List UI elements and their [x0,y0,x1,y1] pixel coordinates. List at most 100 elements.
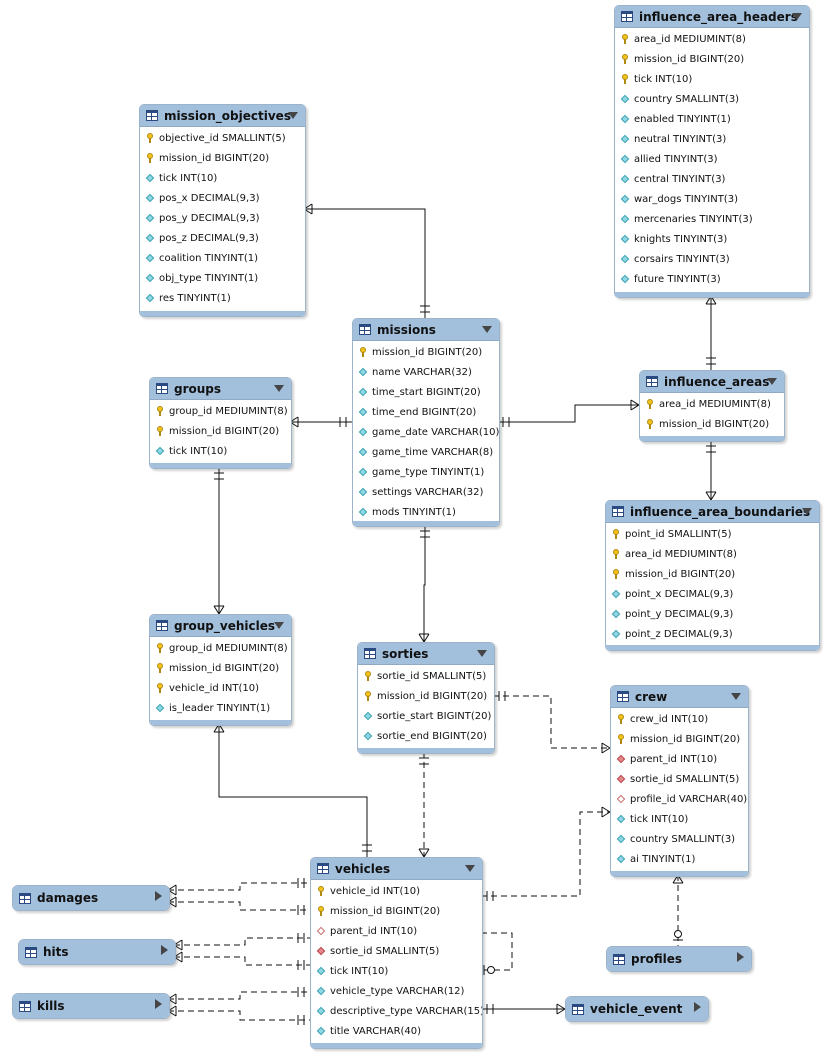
column-row[interactable]: tick INT(10) [140,168,305,188]
column-row[interactable]: mods TINYINT(1) [353,502,499,522]
column-row[interactable]: tick INT(10) [311,961,482,981]
column-row[interactable]: country SMALLINT(3) [611,829,748,849]
column-row[interactable]: crew_id INT(10) [611,709,748,729]
column-row[interactable]: allied TINYINT(3) [615,149,809,169]
column-row[interactable]: area_id MEDIUMINT(8) [640,394,784,414]
column-row[interactable]: mission_id BIGINT(20) [140,148,305,168]
table-header[interactable]: hits [19,940,175,964]
collapse-arrow-icon[interactable] [274,622,284,629]
column-row[interactable]: tick INT(10) [611,809,748,829]
collapse-arrow-icon[interactable] [477,650,487,657]
column-row[interactable]: name VARCHAR(32) [353,362,499,382]
table-header[interactable]: influence_area_headers [615,6,809,28]
column-row[interactable]: mission_id BIGINT(20) [606,564,819,584]
table-vehicle-event[interactable]: vehicle_event [565,996,709,1022]
column-row[interactable]: mission_id BIGINT(20) [358,686,494,706]
expand-arrow-icon[interactable] [694,1002,701,1012]
column-row[interactable]: mission_id BIGINT(20) [640,414,784,434]
column-row[interactable]: enabled TINYINT(1) [615,109,809,129]
column-row[interactable]: point_z DECIMAL(9,3) [606,624,819,644]
table-header[interactable]: groups [150,378,291,400]
column-row[interactable]: game_time VARCHAR(8) [353,442,499,462]
column-row[interactable]: parent_id INT(10) [611,749,748,769]
column-row[interactable]: corsairs TINYINT(3) [615,249,809,269]
expand-arrow-icon[interactable] [155,891,162,901]
collapse-arrow-icon[interactable] [731,693,741,700]
column-row[interactable]: area_id MEDIUMINT(8) [606,544,819,564]
column-row[interactable]: sortie_id SMALLINT(5) [311,941,482,961]
collapse-arrow-icon[interactable] [767,378,777,385]
column-row[interactable]: is_leader TINYINT(1) [150,698,291,718]
table-header[interactable]: group_vehicles [150,615,291,637]
column-row[interactable]: title VARCHAR(40) [311,1021,482,1041]
column-row[interactable]: time_start BIGINT(20) [353,382,499,402]
table-kills[interactable]: kills [12,993,170,1019]
collapse-arrow-icon[interactable] [792,13,802,20]
column-row[interactable]: mission_id BIGINT(20) [611,729,748,749]
column-row[interactable]: point_id SMALLINT(5) [606,524,819,544]
column-row[interactable]: area_id MEDIUMINT(8) [615,29,809,49]
column-row[interactable]: point_x DECIMAL(9,3) [606,584,819,604]
column-row[interactable]: mercenaries TINYINT(3) [615,209,809,229]
table-header[interactable]: damages [13,886,169,910]
column-row[interactable]: obj_type TINYINT(1) [140,268,305,288]
table-header[interactable]: profiles [607,947,751,971]
column-row[interactable]: game_type TINYINT(1) [353,462,499,482]
column-row[interactable]: mission_id BIGINT(20) [150,658,291,678]
column-row[interactable]: objective_id SMALLINT(5) [140,128,305,148]
column-row[interactable]: point_y DECIMAL(9,3) [606,604,819,624]
column-row[interactable]: group_id MEDIUMINT(8) [150,638,291,658]
column-row[interactable]: war_dogs TINYINT(3) [615,189,809,209]
collapse-arrow-icon[interactable] [274,385,284,392]
table-header[interactable]: crew [611,686,748,708]
column-row[interactable]: pos_x DECIMAL(9,3) [140,188,305,208]
collapse-arrow-icon[interactable] [465,865,475,872]
column-row[interactable]: sortie_end BIGINT(20) [358,726,494,746]
table-header[interactable]: kills [13,994,169,1018]
table-header[interactable]: influence_areas [640,371,784,393]
column-row[interactable]: profile_id VARCHAR(40) [611,789,748,809]
table-header[interactable]: mission_objectives [140,105,305,127]
column-row[interactable]: country SMALLINT(3) [615,89,809,109]
column-row[interactable]: tick INT(10) [615,69,809,89]
column-row[interactable]: sortie_id SMALLINT(5) [358,666,494,686]
column-row[interactable]: vehicle_id INT(10) [311,881,482,901]
table-header[interactable]: vehicles [311,858,482,880]
table-header[interactable]: missions [353,319,499,341]
column-row[interactable]: knights TINYINT(3) [615,229,809,249]
column-row[interactable]: pos_z DECIMAL(9,3) [140,228,305,248]
column-row[interactable]: group_id MEDIUMINT(8) [150,401,291,421]
column-row[interactable]: vehicle_id INT(10) [150,678,291,698]
column-row[interactable]: mission_id BIGINT(20) [353,342,499,362]
column-row[interactable]: vehicle_type VARCHAR(12) [311,981,482,1001]
column-row[interactable]: game_date VARCHAR(10) [353,422,499,442]
column-row[interactable]: mission_id BIGINT(20) [311,901,482,921]
column-row[interactable]: settings VARCHAR(32) [353,482,499,502]
column-row[interactable]: coalition TINYINT(1) [140,248,305,268]
table-header[interactable]: influence_area_boundaries [606,501,819,523]
column-row[interactable]: parent_id INT(10) [311,921,482,941]
column-row[interactable]: central TINYINT(3) [615,169,809,189]
collapse-arrow-icon[interactable] [482,326,492,333]
column-row[interactable]: time_end BIGINT(20) [353,402,499,422]
collapse-arrow-icon[interactable] [802,508,812,515]
column-row[interactable]: tick INT(10) [150,441,291,461]
column-row[interactable]: future TINYINT(3) [615,269,809,289]
table-profiles[interactable]: profiles [606,946,752,972]
column-row[interactable]: ai TINYINT(1) [611,849,748,869]
expand-arrow-icon[interactable] [155,999,162,1009]
column-row[interactable]: res TINYINT(1) [140,288,305,308]
column-row[interactable]: sortie_id SMALLINT(5) [611,769,748,789]
table-header[interactable]: vehicle_event [566,997,708,1021]
column-row[interactable]: pos_y DECIMAL(9,3) [140,208,305,228]
